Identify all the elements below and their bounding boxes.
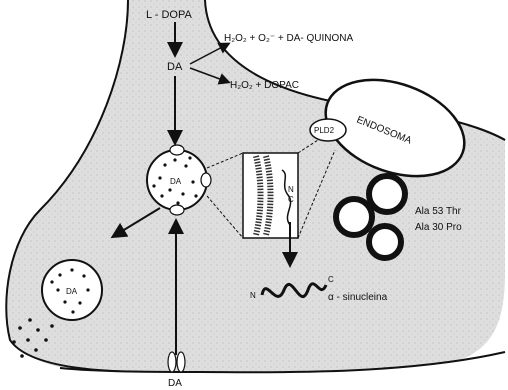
label-h2o2-dopac: H₂O₂ + DOPAC <box>230 80 299 91</box>
label-da-top: DA <box>167 61 183 73</box>
aggregate-ring-2 <box>336 199 372 235</box>
label-ala53thr: Ala 53 Thr <box>415 206 462 217</box>
label-c-inset: C <box>288 195 294 204</box>
label-da-bottom: DA <box>168 378 182 389</box>
label-da-vesicle: DA <box>170 177 182 186</box>
label-n-protein: N <box>250 291 256 300</box>
label-n-inset: N <box>288 185 294 194</box>
aggregate-ring-1 <box>369 176 405 212</box>
label-l-dopa: L - DOPA <box>146 9 193 21</box>
label-c-protein: C <box>328 275 334 284</box>
label-da-release: DA <box>66 287 78 296</box>
aggregate-ring-3 <box>369 226 401 258</box>
label-h2o2-o2-da-quinona: H₂O₂ + O₂⁻ + DA- QUINONA <box>224 33 353 44</box>
label-pld2: PLD2 <box>314 126 335 135</box>
label-ala30pro: Ala 30 Pro <box>415 222 462 233</box>
label-alpha-sinucleina: α - sinucleina <box>328 292 388 303</box>
